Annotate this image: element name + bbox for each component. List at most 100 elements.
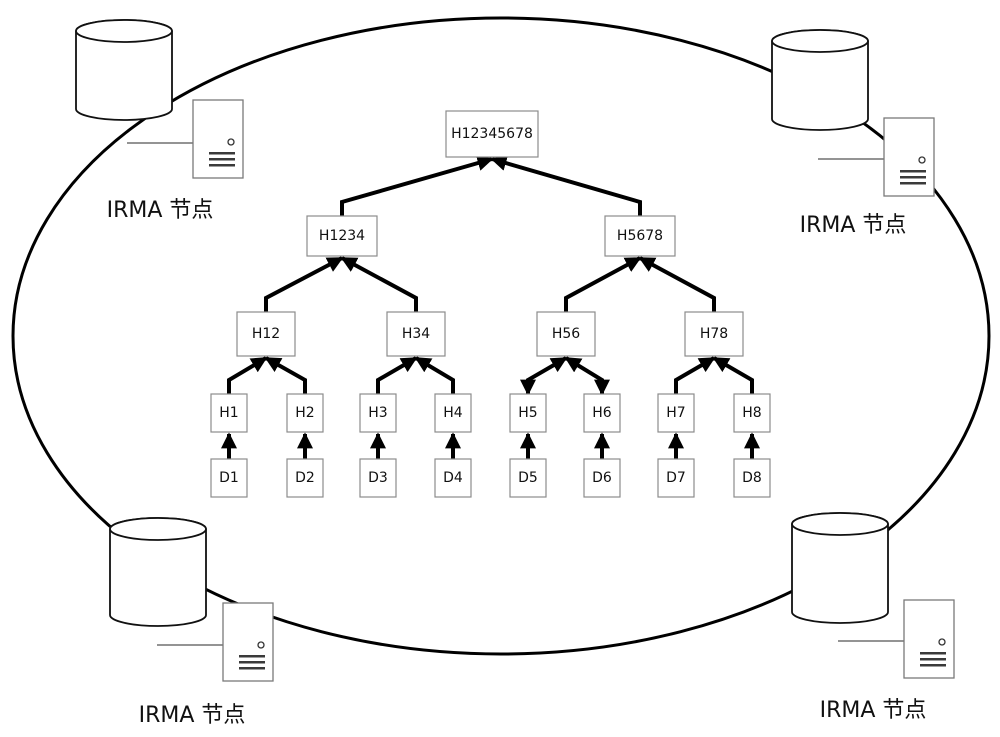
server-icon	[222, 602, 274, 682]
irma-node-top-right: IRMA 节点	[771, 29, 935, 238]
node-box	[509, 458, 547, 498]
node-box	[445, 110, 539, 158]
server-icon	[903, 599, 955, 679]
node-box	[286, 393, 324, 433]
edge-h78-to-h5678	[638, 256, 716, 312]
hash-node-h56: H56	[536, 311, 596, 357]
node-label: D6	[592, 470, 612, 486]
leaf-hash-node-h3: H3	[359, 393, 397, 433]
node-label: H1	[219, 405, 238, 421]
data-node-d3: D3	[359, 458, 397, 498]
node-label: H12	[252, 326, 280, 342]
node-label: D1	[219, 470, 239, 486]
irma-node-label: IRMA 节点	[107, 198, 214, 223]
edge-h6-to-h56	[564, 356, 610, 396]
edge-h8-to-h78	[712, 356, 754, 394]
database-icon	[771, 29, 869, 131]
node-label: H5678	[617, 228, 663, 244]
leaf-hash-node-h2: H2	[286, 393, 324, 433]
node-box	[359, 458, 397, 498]
hash-node-h5678: H5678	[604, 215, 676, 257]
irma-node-label: IRMA 节点	[820, 698, 927, 723]
data-node-d2: D2	[286, 458, 324, 498]
node-label: D4	[443, 470, 463, 486]
node-box	[733, 393, 771, 433]
node-box	[684, 311, 744, 357]
node-label: D5	[518, 470, 538, 486]
node-box	[386, 311, 446, 357]
node-label: H1234	[319, 228, 365, 244]
leaf-hash-node-h8: H8	[733, 393, 771, 433]
database-icon	[75, 19, 173, 121]
leaf-hash-node-h6: H6	[583, 393, 621, 433]
data-node-d5: D5	[509, 458, 547, 498]
node-box	[583, 393, 621, 433]
edge-h1-to-h12	[227, 356, 268, 394]
leaf-hash-node-h4: H4	[434, 393, 472, 433]
network-ring	[11, 16, 991, 656]
edge-h2-to-h12	[264, 356, 307, 394]
node-box	[306, 215, 378, 257]
edge-h56-to-h5678	[564, 256, 642, 312]
node-box	[536, 311, 596, 357]
node-label: D8	[742, 470, 762, 486]
node-box	[657, 458, 695, 498]
node-box	[286, 458, 324, 498]
hash-node-h1234: H1234	[306, 215, 378, 257]
node-box	[210, 393, 248, 433]
node-label: H34	[402, 326, 430, 342]
root-node-h12345678: H12345678	[445, 110, 539, 158]
hash-node-h78: H78	[684, 311, 744, 357]
node-box	[359, 393, 397, 433]
irma-node-top-left: IRMA 节点	[75, 19, 244, 223]
leaf-hash-node-h5: H5	[509, 393, 547, 433]
leaf-hash-node-h7: H7	[657, 393, 695, 433]
leaf-hash-node-h1: H1	[210, 393, 248, 433]
hash-node-h34: H34	[386, 311, 446, 357]
irma-node-bottom-left: IRMA 节点	[109, 517, 274, 728]
edge-h7-to-h78	[674, 356, 716, 394]
edge-h1234-to-h12345678	[340, 155, 494, 216]
irma-node-bottom-right: IRMA 节点	[791, 512, 955, 723]
edge-h12-to-h1234	[264, 256, 344, 312]
data-node-d8: D8	[733, 458, 771, 498]
hash-node-h12: H12	[236, 311, 296, 357]
node-box	[583, 458, 621, 498]
node-box	[657, 393, 695, 433]
server-icon	[883, 117, 935, 197]
node-box	[509, 393, 547, 433]
data-node-d7: D7	[657, 458, 695, 498]
node-label: H5	[518, 405, 537, 421]
node-box	[733, 458, 771, 498]
database-icon	[791, 512, 889, 624]
node-label: H78	[700, 326, 728, 342]
node-label: H4	[443, 405, 463, 421]
node-box	[434, 458, 472, 498]
data-node-d4: D4	[434, 458, 472, 498]
irma-node-label: IRMA 节点	[139, 703, 246, 728]
edge-h34-to-h1234	[340, 256, 418, 312]
node-label: D2	[295, 470, 315, 486]
database-icon	[109, 517, 207, 627]
edge-h4-to-h34	[414, 356, 455, 394]
node-label: H7	[666, 405, 685, 421]
node-box	[236, 311, 296, 357]
node-label: H6	[592, 405, 612, 421]
node-label: H8	[742, 405, 761, 421]
node-label: D3	[368, 470, 388, 486]
node-box	[604, 215, 676, 257]
irma-node-label: IRMA 节点	[800, 213, 907, 238]
node-box	[210, 458, 248, 498]
node-label: H3	[368, 405, 387, 421]
edge-h3-to-h34	[376, 356, 418, 394]
node-label: H56	[552, 326, 580, 342]
node-box	[434, 393, 472, 433]
edge-h5-to-h56	[520, 356, 568, 396]
server-icon	[192, 99, 244, 179]
node-label: H2	[295, 405, 314, 421]
data-node-d6: D6	[583, 458, 621, 498]
node-label: H12345678	[451, 126, 533, 142]
data-node-d1: D1	[210, 458, 248, 498]
node-label: D7	[666, 470, 686, 486]
